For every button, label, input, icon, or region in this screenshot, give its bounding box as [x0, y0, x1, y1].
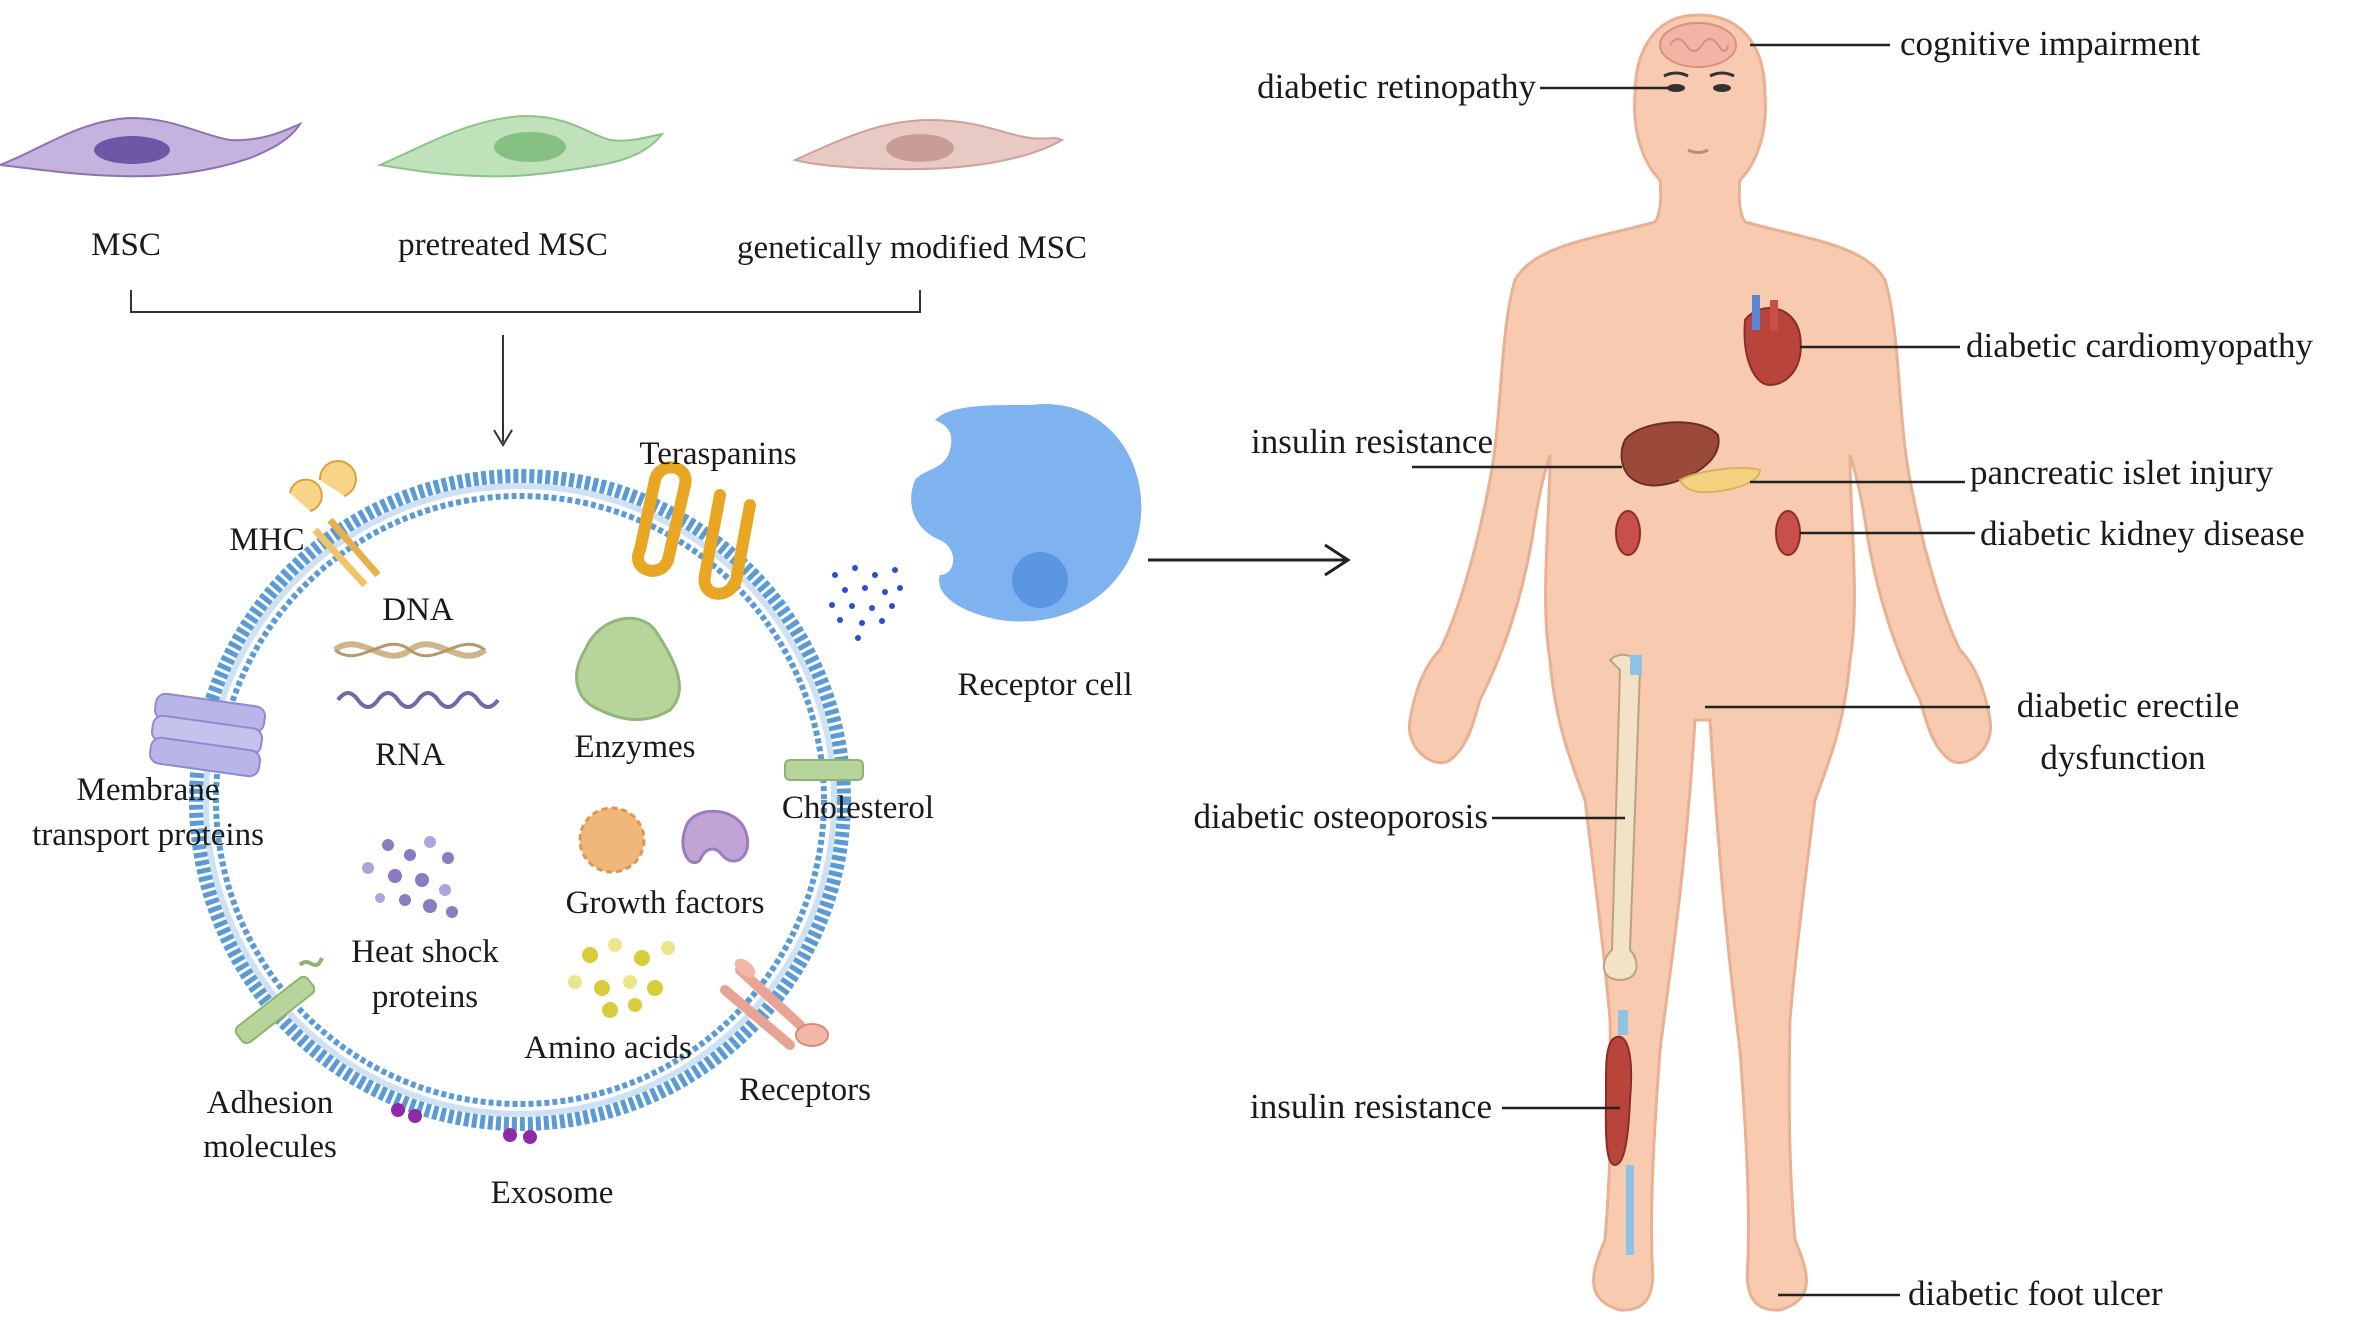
pretreated-msc-cell: [376, 114, 665, 178]
label-insulin-resistance-lower: insulin resistance: [1250, 1087, 1492, 1126]
growth-factors-icon: [578, 806, 750, 874]
enzymes-label: Enzymes: [575, 729, 696, 765]
pretreated-msc-label: pretreated MSC: [398, 227, 608, 263]
dna-icon: [333, 641, 487, 659]
receptors-label: Receptors: [739, 1072, 871, 1108]
tetraspanins-label: Teraspanins: [639, 436, 796, 472]
transfer-arrow: [1148, 543, 1351, 577]
label-insulin-resistance-upper: insulin resistance: [1251, 422, 1493, 461]
msc-cell: [0, 116, 303, 178]
heat-shock-label-line1: Heat shock: [351, 934, 499, 970]
growth-factors-label: Growth factors: [566, 885, 765, 921]
label-diabetic-retinopathy: diabetic retinopathy: [1257, 67, 1536, 106]
membrane-label-line1: Membrane: [77, 772, 220, 808]
label-cognitive-impairment: cognitive impairment: [1900, 24, 2201, 63]
receptor-cell-icon: [911, 403, 1142, 622]
heat-shock-proteins-icon: [362, 836, 458, 918]
amino-acids-label: Amino acids: [524, 1030, 692, 1066]
label-diabetic-cardiomyopathy: diabetic cardiomyopathy: [1966, 326, 2313, 365]
label-diabetic-foot-ulcer: diabetic foot ulcer: [1908, 1274, 2163, 1313]
mhc-icon: [289, 460, 381, 588]
receptor-cell-label: Receptor cell: [958, 667, 1133, 703]
leg-muscle-icon: [1604, 1010, 1634, 1255]
dna-label: DNA: [382, 592, 454, 628]
tetraspanins-icon: [632, 461, 756, 600]
msc-label: MSC: [91, 227, 161, 263]
modified-msc-cell: [792, 118, 1064, 171]
mhc-label: MHC: [229, 522, 304, 558]
label-diabetic-kidney-disease: diabetic kidney disease: [1980, 514, 2305, 553]
exosome-membrane: [189, 469, 851, 1131]
membrane-marker-dots: [391, 1103, 537, 1144]
membrane-transport-protein-icon: [149, 692, 266, 778]
membrane-label-line2: transport proteins: [32, 817, 264, 853]
exosome-label: Exosome: [491, 1175, 614, 1211]
modified-msc-label: genetically modified MSC: [737, 230, 1087, 266]
cholesterol-label: Cholesterol: [782, 790, 934, 826]
adhesion-molecules-icon: [234, 957, 324, 1045]
label-erectile-line2: dysfunction: [2040, 738, 2205, 777]
adhesion-label-line2: molecules: [203, 1129, 337, 1165]
cholesterol-icon: [784, 759, 864, 781]
liver-pancreas-icon: [1620, 421, 1762, 494]
label-diabetic-osteoporosis: diabetic osteoporosis: [1193, 797, 1488, 836]
human-body: [1408, 13, 1992, 1312]
bracket-connector: [130, 290, 921, 447]
heat-shock-label-line2: proteins: [372, 979, 478, 1015]
rna-label: RNA: [375, 737, 445, 773]
released-particles: [829, 565, 903, 641]
adhesion-label-line1: Adhesion: [207, 1085, 334, 1121]
kidneys-icon: [1615, 510, 1801, 556]
leader-lines: [1412, 43, 1990, 1297]
heart-icon: [1743, 295, 1802, 387]
amino-acids-icon: [568, 938, 675, 1018]
label-erectile-line1: diabetic erectile: [2017, 686, 2240, 725]
enzymes-icon: [575, 616, 681, 721]
label-pancreatic-islet-injury: pancreatic islet injury: [1970, 453, 2274, 492]
receptors-icon: [720, 958, 829, 1050]
rna-icon: [336, 691, 500, 709]
